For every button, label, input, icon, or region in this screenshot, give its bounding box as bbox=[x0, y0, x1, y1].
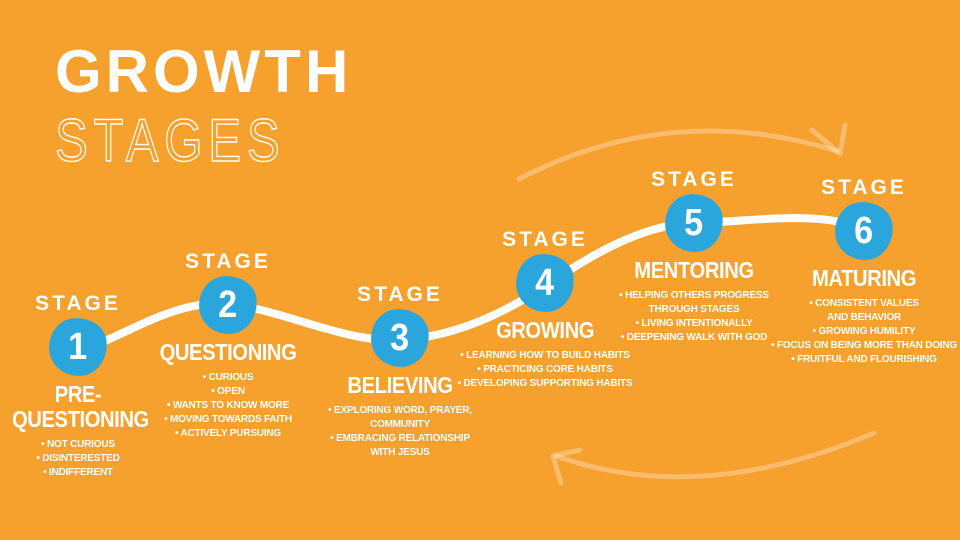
stage-3-label: STAGE bbox=[357, 283, 443, 306]
stage-6-label: STAGE bbox=[821, 176, 907, 199]
bullet-item: CONSISTENT VALUES AND BEHAVIOR bbox=[769, 297, 959, 325]
stage-1: STAGE 1 PRE- QUESTIONING NOT CURIOUS DIS… bbox=[3, 292, 153, 480]
stage-5: STAGE 5 MENTORING HELPING OTHERS PROGRES… bbox=[602, 168, 786, 345]
stage-6: STAGE 6 MATURING CONSISTENT VALUES AND B… bbox=[769, 176, 959, 367]
stage-4-name: GROWING bbox=[495, 317, 595, 343]
stage-2-label: STAGE bbox=[185, 250, 271, 273]
bullet-item: MOVING TOWARDS FAITH bbox=[133, 413, 323, 427]
bullet-item: FRUITFUL AND FLOURISHING bbox=[769, 353, 959, 367]
bullet-item: GROWING HUMILITY bbox=[769, 325, 959, 339]
stage-5-bullets: HELPING OTHERS PROGRESS THROUGH STAGES L… bbox=[602, 289, 786, 345]
bullet-item: FOCUS ON BEING MORE THAN DOING bbox=[769, 339, 959, 353]
stage-3-bullets: EXPLORING WORD, PRAYER, COMMUNITY EMBRAC… bbox=[315, 404, 485, 460]
title-line-growth: GROWTH bbox=[55, 38, 353, 105]
stage-4-number: 4 bbox=[535, 261, 555, 304]
stage-4: STAGE 4 GROWING LEARNING HOW TO BUILD HA… bbox=[450, 228, 640, 391]
stage-2-name: QUESTIONING bbox=[159, 339, 297, 365]
bullet-item: ACTIVELY PURSUING bbox=[133, 427, 323, 441]
stage-1-number: 1 bbox=[68, 325, 88, 368]
stage-3-name: BELIEVING bbox=[347, 372, 453, 398]
stage-6-number: 6 bbox=[854, 209, 874, 252]
stage-3-number: 3 bbox=[390, 316, 410, 359]
stage-4-label: STAGE bbox=[502, 228, 588, 251]
stage-5-label: STAGE bbox=[651, 168, 737, 191]
bullet-item: EXPLORING WORD, PRAYER, COMMUNITY bbox=[315, 404, 485, 432]
stage-4-number-bubble: 4 bbox=[513, 251, 577, 315]
stage-2-bullets: CURIOUS OPEN WANTS TO KNOW MORE MOVING T… bbox=[133, 371, 323, 441]
bullet-item: CURIOUS bbox=[133, 371, 323, 385]
stage-1-number-bubble: 1 bbox=[46, 315, 110, 379]
bullet-item: LIVING INTENTIONALLY bbox=[602, 317, 786, 331]
bullet-item: DEVELOPING SUPPORTING HABITS bbox=[450, 377, 640, 391]
cycle-arrow-top-head bbox=[809, 122, 848, 157]
bullet-item: WANTS TO KNOW MORE bbox=[133, 399, 323, 413]
bullet-item: INDIFFERENT bbox=[3, 466, 153, 480]
stage-1-name: PRE- QUESTIONING bbox=[12, 381, 149, 432]
cycle-arrow-bottom-head bbox=[550, 447, 583, 486]
stage-1-bullets: NOT CURIOUS DISINTERESTED INDIFFERENT bbox=[3, 438, 153, 480]
stage-6-name: MATURING bbox=[811, 265, 917, 291]
bullet-item: OPEN bbox=[133, 385, 323, 399]
stage-5-name: MENTORING bbox=[634, 257, 754, 283]
cycle-arrow-bottom bbox=[553, 430, 877, 480]
stage-2-number-bubble: 2 bbox=[196, 273, 260, 337]
stage-3-number-bubble: 3 bbox=[368, 306, 432, 370]
page-title: GROWTH STAGES bbox=[54, 38, 353, 174]
stage-1-label: STAGE bbox=[35, 292, 121, 315]
stage-6-number-bubble: 6 bbox=[832, 199, 896, 263]
bullet-item: EMBRACING RELATIONSHIP WITH JESUS bbox=[315, 432, 485, 460]
bullet-item: DEEPENING WALK WITH GOD bbox=[602, 331, 786, 345]
bullet-item: LEARNING HOW TO BUILD HABITS bbox=[450, 349, 640, 363]
bullet-item: PRACTICING CORE HABITS bbox=[450, 363, 640, 377]
cycle-arrow-top bbox=[516, 128, 840, 182]
stage-5-number-bubble: 5 bbox=[662, 191, 726, 255]
stage-2-number: 2 bbox=[218, 283, 238, 326]
bullet-item: HELPING OTHERS PROGRESS THROUGH STAGES bbox=[602, 289, 786, 317]
bullet-item: DISINTERESTED bbox=[3, 452, 153, 466]
stage-4-bullets: LEARNING HOW TO BUILD HABITS PRACTICING … bbox=[450, 349, 640, 391]
title-line-stages: STAGES bbox=[54, 107, 286, 174]
stage-2: STAGE 2 QUESTIONING CURIOUS OPEN WANTS T… bbox=[133, 250, 323, 441]
bullet-item: NOT CURIOUS bbox=[3, 438, 153, 452]
stage-5-number: 5 bbox=[684, 201, 704, 244]
stage-3: STAGE 3 BELIEVING EXPLORING WORD, PRAYER… bbox=[315, 283, 485, 460]
stage-6-bullets: CONSISTENT VALUES AND BEHAVIOR GROWING H… bbox=[769, 297, 959, 367]
